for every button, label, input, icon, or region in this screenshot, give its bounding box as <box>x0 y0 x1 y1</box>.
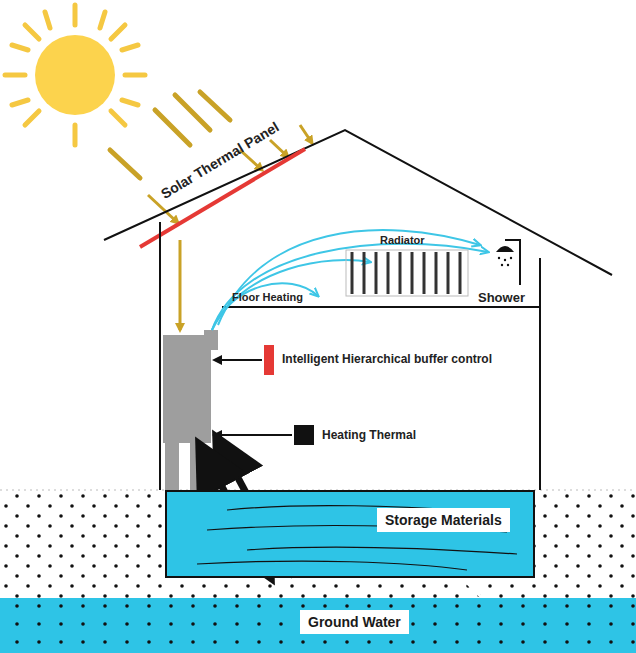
floor-heating-label: Floor Heating <box>232 291 303 303</box>
flow-lines <box>167 492 537 580</box>
groundwater-band: Ground Water <box>0 598 636 653</box>
heating-label: Heating Thermal <box>322 428 416 442</box>
control-label: Intelligent Hierarchical buffer control <box>282 352 492 366</box>
exchange-arrow <box>459 578 497 598</box>
region-label: Ground Water <box>300 610 409 634</box>
shower-label: Shower <box>478 290 525 305</box>
storage-region: Storage Materials <box>165 490 535 578</box>
radiator-label: Radiator <box>380 234 425 246</box>
region-label: Storage Materials <box>377 508 510 532</box>
